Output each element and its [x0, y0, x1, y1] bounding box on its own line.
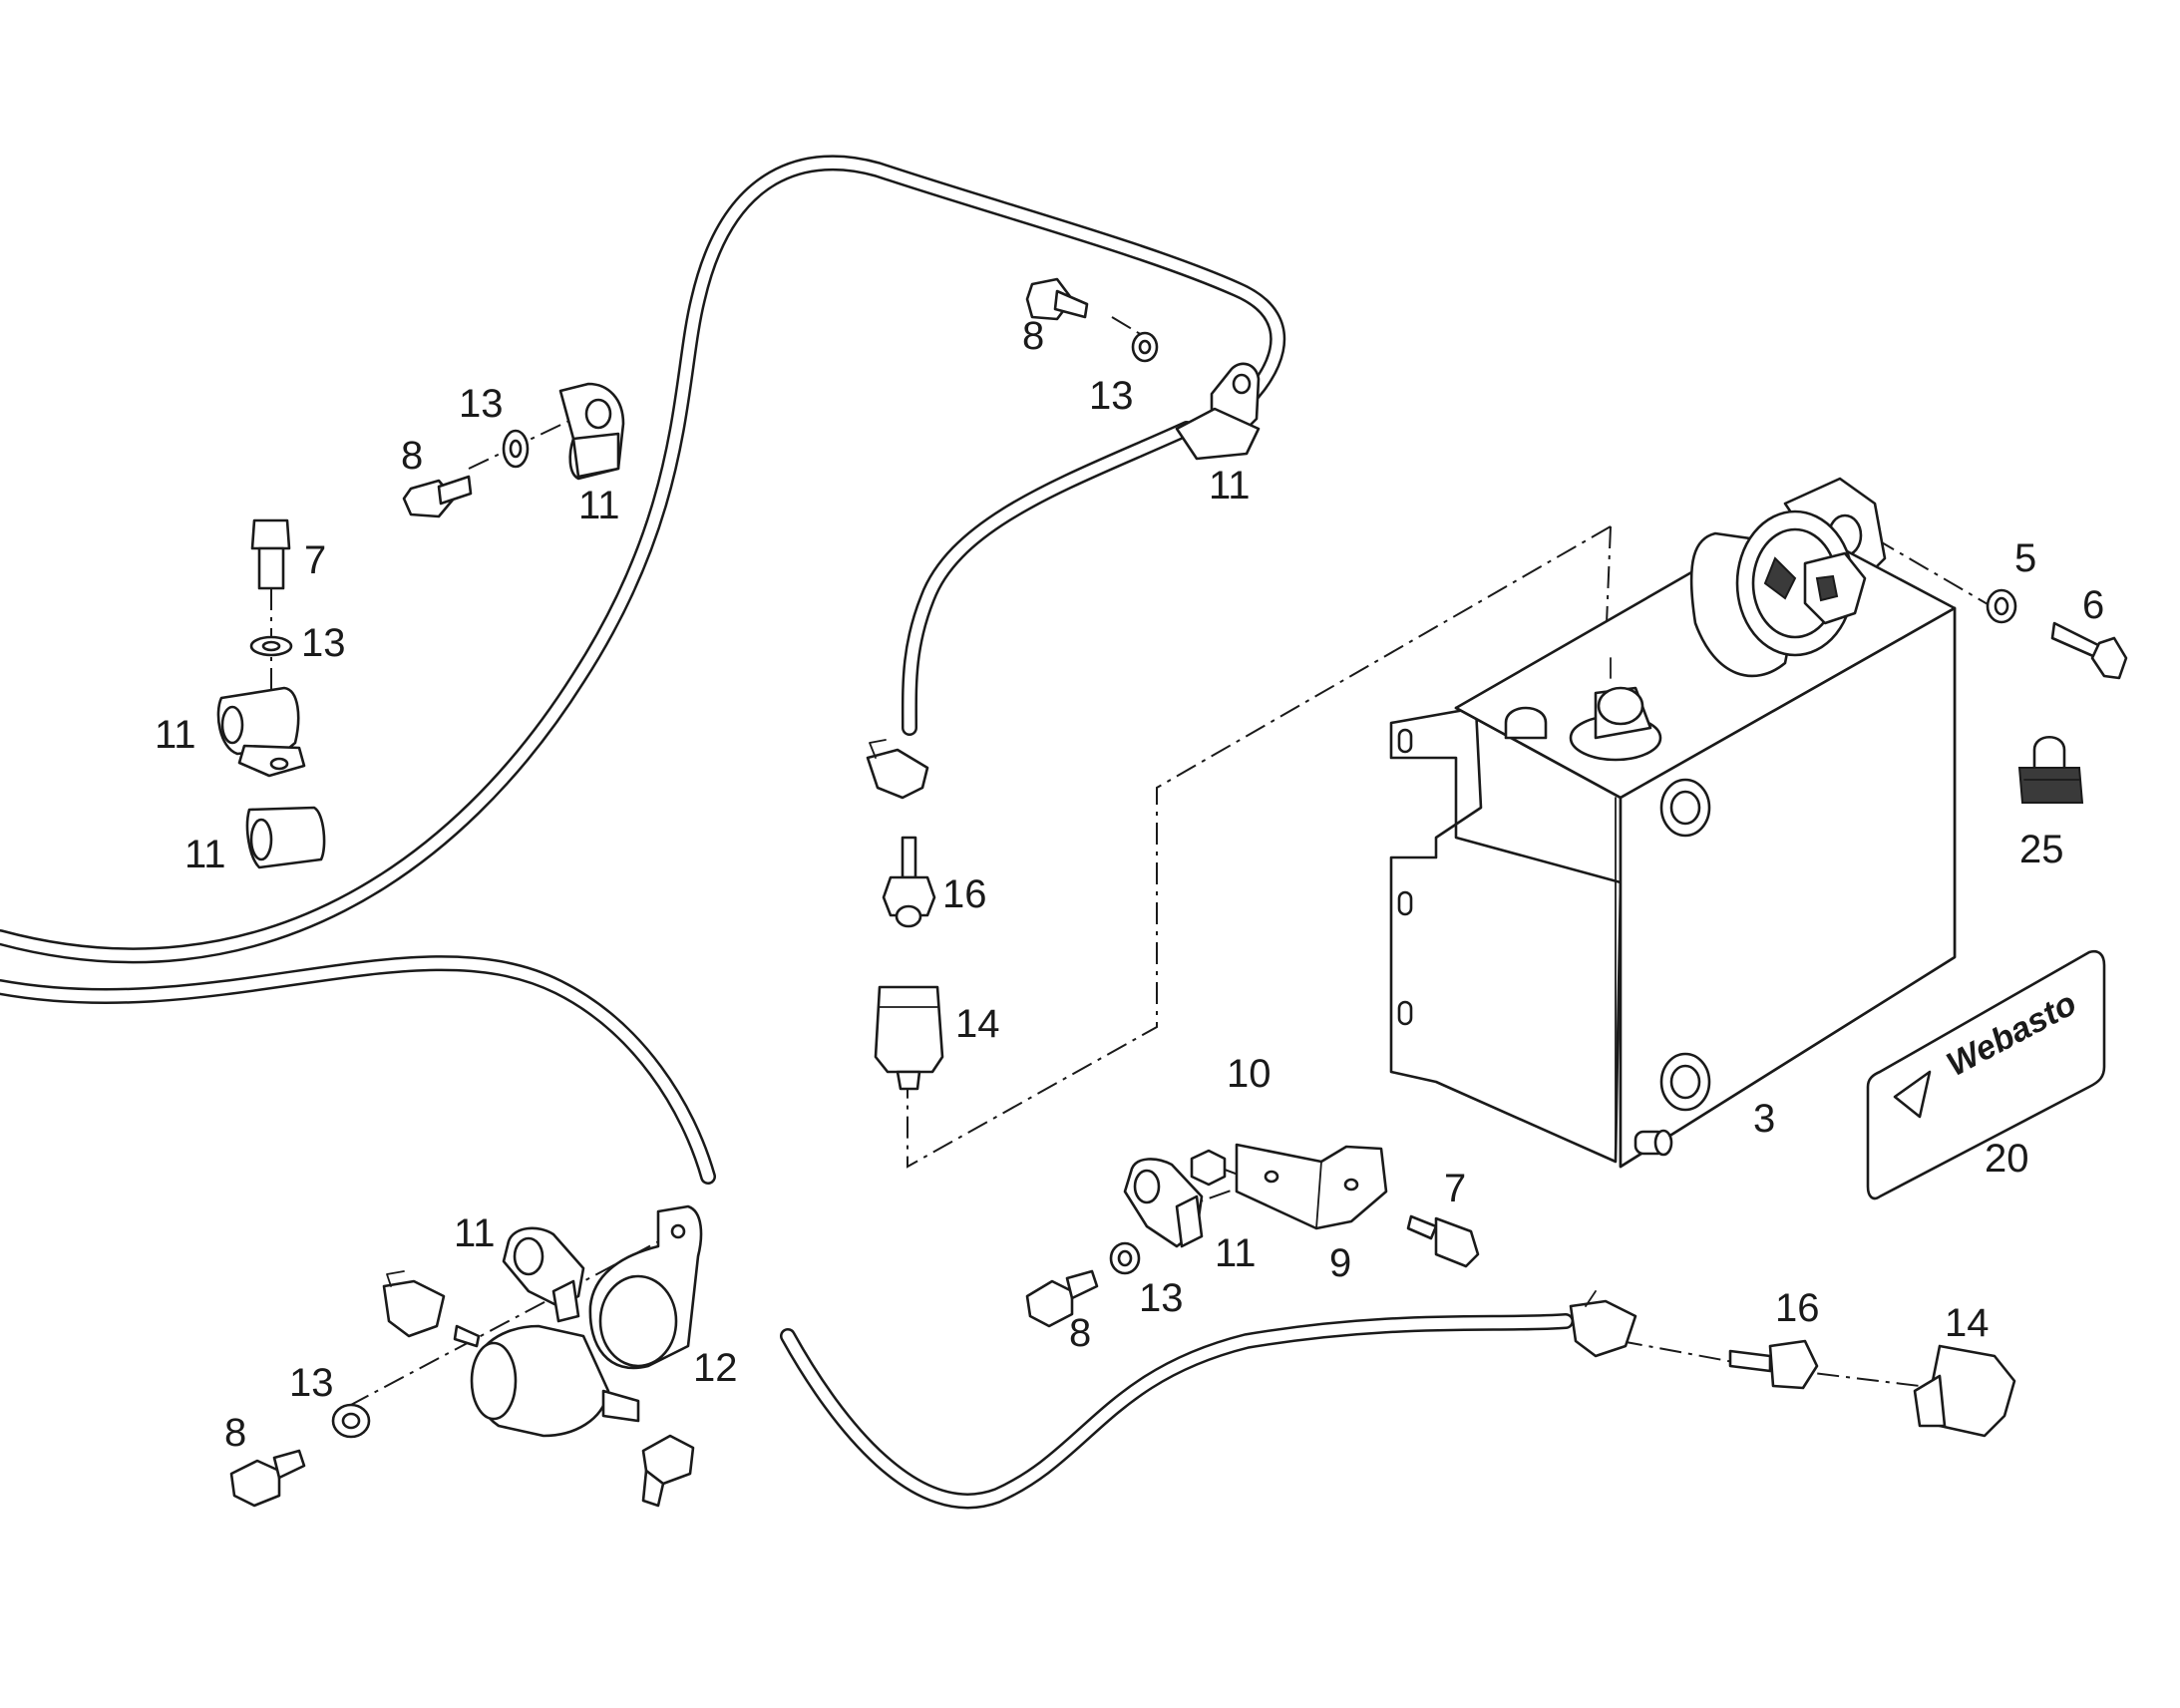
screw-8-bottom-left — [229, 1449, 306, 1508]
washer-13-middle — [1109, 1241, 1141, 1275]
callout-13-top-center: 13 — [1089, 374, 1134, 418]
hose-nipple-16-upper — [882, 836, 936, 928]
nut-14-upper — [874, 985, 944, 1091]
hose-clamp-11-bottom-left — [502, 1226, 585, 1323]
screw-8-middle — [1025, 1269, 1099, 1328]
hose-clip-bottom-left-lower — [641, 1434, 695, 1508]
callout-11-left-upper: 11 — [155, 713, 196, 757]
screw-8-top-center — [1025, 277, 1089, 321]
fuel-tank — [1389, 477, 1957, 1169]
callout-7-right: 7 — [1444, 1167, 1466, 1210]
washer-13-left — [249, 635, 293, 657]
callout-6: 6 — [2082, 583, 2104, 627]
callout-16-upper: 16 — [942, 872, 987, 916]
hose-nipple-16-bottom — [1728, 1339, 1819, 1390]
fuel-hose-upper-center — [901, 421, 1195, 736]
callout-9: 9 — [1329, 1241, 1351, 1285]
washer-13-top-left — [502, 429, 530, 469]
fuel-filter — [453, 1324, 640, 1438]
bolt-6 — [2050, 621, 2128, 680]
callout-20: 20 — [1985, 1137, 2029, 1181]
callout-11-top-center: 11 — [1209, 464, 1251, 508]
rubber-clamp-12 — [588, 1204, 703, 1370]
hose-clip-bottom-right — [1569, 1290, 1637, 1358]
callout-11-middle: 11 — [1215, 1231, 1257, 1275]
warning-triangle-icon — [1893, 1070, 1932, 1119]
hose-clamp-11-top-left — [558, 382, 625, 481]
fuel-hose-bottom — [780, 1313, 1574, 1510]
callout-labels: 8 13 11 8 13 11 7 13 11 11 5 6 25 16 14 … — [155, 314, 2104, 1455]
callout-13-top-left: 13 — [459, 382, 504, 426]
callout-3: 3 — [1753, 1097, 1775, 1141]
callout-25: 25 — [2019, 828, 2064, 871]
screw-7-left — [250, 518, 291, 590]
hose-clamp-11-middle — [1123, 1158, 1204, 1248]
fuel-hose-long-left — [0, 155, 1286, 964]
callout-11-bottom-left: 11 — [454, 1211, 496, 1255]
bracket-9 — [1235, 1143, 1388, 1230]
fuel-hose-lower-left — [0, 955, 716, 1185]
callout-14-bottom: 14 — [1945, 1301, 1990, 1345]
hose-clip-bottom-left-upper — [382, 1270, 446, 1338]
callout-10: 10 — [1227, 1052, 1272, 1096]
callout-8-bottom-left: 8 — [224, 1411, 246, 1455]
callout-8-top-left: 8 — [401, 434, 423, 478]
nut-14-bottom — [1913, 1344, 2016, 1438]
hose-clip-upper-center — [866, 739, 929, 800]
washer-13-top-center — [1131, 331, 1159, 363]
callout-13-middle: 13 — [1139, 1276, 1184, 1320]
callout-13-left: 13 — [301, 621, 346, 665]
washer-5 — [1986, 588, 2017, 624]
callout-16-bottom: 16 — [1775, 1286, 1820, 1330]
callout-11-top-left: 11 — [578, 484, 620, 527]
hose-clamp-11-top-center — [1175, 362, 1261, 461]
callout-5: 5 — [2014, 536, 2036, 580]
callout-14-upper: 14 — [955, 1002, 1000, 1046]
washer-13-bottom-left — [331, 1403, 371, 1439]
callout-8-middle: 8 — [1069, 1311, 1091, 1355]
nut-10 — [1190, 1149, 1227, 1187]
callout-8-top-center: 8 — [1022, 314, 1044, 358]
hose-clamp-11-left-lower — [245, 806, 326, 869]
screw-7-right — [1406, 1214, 1480, 1268]
callout-11-left-lower: 11 — [184, 833, 226, 876]
hose-clamp-11-left-upper — [216, 686, 306, 778]
callout-12: 12 — [693, 1346, 738, 1390]
callout-13-bottom-left: 13 — [289, 1361, 334, 1405]
padlock — [2017, 735, 2084, 804]
screw-8-top-left — [402, 475, 473, 518]
callout-7-left: 7 — [304, 538, 326, 582]
